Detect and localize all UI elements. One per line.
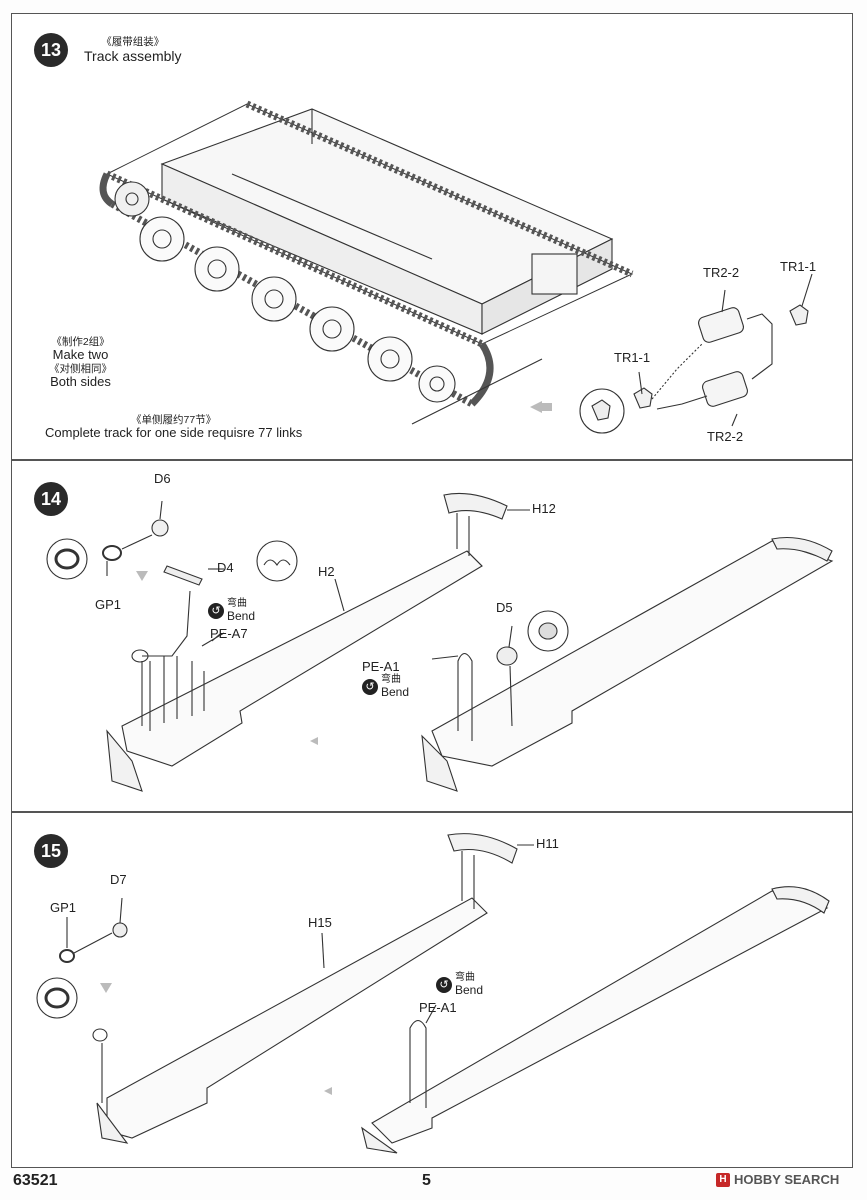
part-label-tr2-2-top: TR2-2 [703,265,740,280]
step-title-cn: 《履带组装》 [101,36,165,48]
bend-instruction: ↺ 弯曲 Bend [208,598,256,623]
step-number-badge: 15 [34,834,68,868]
watermark-text: HOBBY SEARCH [734,1172,840,1187]
part-label-gp1: GP1 [95,597,122,612]
bend-icon: ↺ [208,602,224,619]
part-label-tr1-1-right: TR1-1 [780,259,817,274]
note-both-sides-en: Both sides [50,374,111,390]
part-label-pe-a1: PE-A1 [362,659,400,674]
part-label-d6: D6 [154,471,171,486]
part-label-pe-a1: PE-A1 [419,1000,457,1015]
hobby-search-logo-icon: H [716,1172,730,1187]
link-count-note: 《单侧履约77节》 Complete track for one side re… [45,414,302,441]
step-number-badge: 13 [34,33,68,67]
step-14-panel: 14 D6 D4 GP1 H2 PE-A7 H12 D5 PE-A1 ↺ 弯曲 … [11,460,853,812]
step-13-panel: 13 《履带组装》 Track assembly 《制作2组》 Make two… [11,13,853,460]
step-number: 13 [40,39,62,60]
bend-en: Bend [455,982,484,997]
bend-cn: 弯曲 [227,598,247,609]
step-15-panel: 15 H11 D7 GP1 H15 PE-A1 ↺ 弯曲 Bend [11,812,853,1168]
bend-en: Bend [381,684,410,699]
mudguard-assembly-drawing [46,492,834,792]
bend-instruction: ↺ 弯曲 Bend [436,972,484,997]
part-label-d4: D4 [217,560,234,575]
bend-icon: ↺ [436,976,452,993]
hobby-search-watermark: H HOBBY SEARCH [716,1172,839,1187]
bend-cn: 弯曲 [381,674,401,685]
step-title: 《履带组装》 Track assembly [84,36,182,64]
note-make-two-en: Make two [52,347,109,363]
part-label-d7: D7 [110,872,127,887]
part-label-h2: H2 [318,564,335,579]
note-links-en: Complete track for one side requisre 77 … [45,425,303,441]
bend-en: Bend [227,608,256,623]
part-label-d5: D5 [496,600,513,615]
note-both-sides-cn: 《对侧相同》 [49,363,112,375]
step-title-en: Track assembly [84,48,182,65]
mudguard-assembly-drawing [36,833,830,1154]
note-make-two-cn: 《制作2组》 [51,336,110,348]
part-label-tr2-2-bottom: TR2-2 [707,429,744,444]
part-label-h15: H15 [308,915,332,930]
part-label-tr1-1-left: TR1-1 [614,350,651,365]
part-label-pe-a7: PE-A7 [210,626,248,641]
bend-instruction: ↺ 弯曲 Bend [362,674,410,699]
part-label-h11: H11 [536,836,559,851]
page-number: 5 [422,1172,431,1189]
part-label-gp1: GP1 [50,900,77,915]
bend-cn: 弯曲 [455,972,475,983]
step-number: 15 [40,840,62,861]
note-links-cn: 《单侧履约77节》 [131,414,217,426]
track-assembly-drawing [99,100,813,434]
kit-code: 63521 [13,1172,58,1189]
bend-icon: ↺ [362,678,378,695]
step-number: 14 [40,488,62,509]
step-number-badge: 14 [34,482,68,516]
part-label-h12: H12 [532,501,556,516]
make-two-note: 《制作2组》 Make two 《对侧相同》 Both sides [49,336,112,390]
